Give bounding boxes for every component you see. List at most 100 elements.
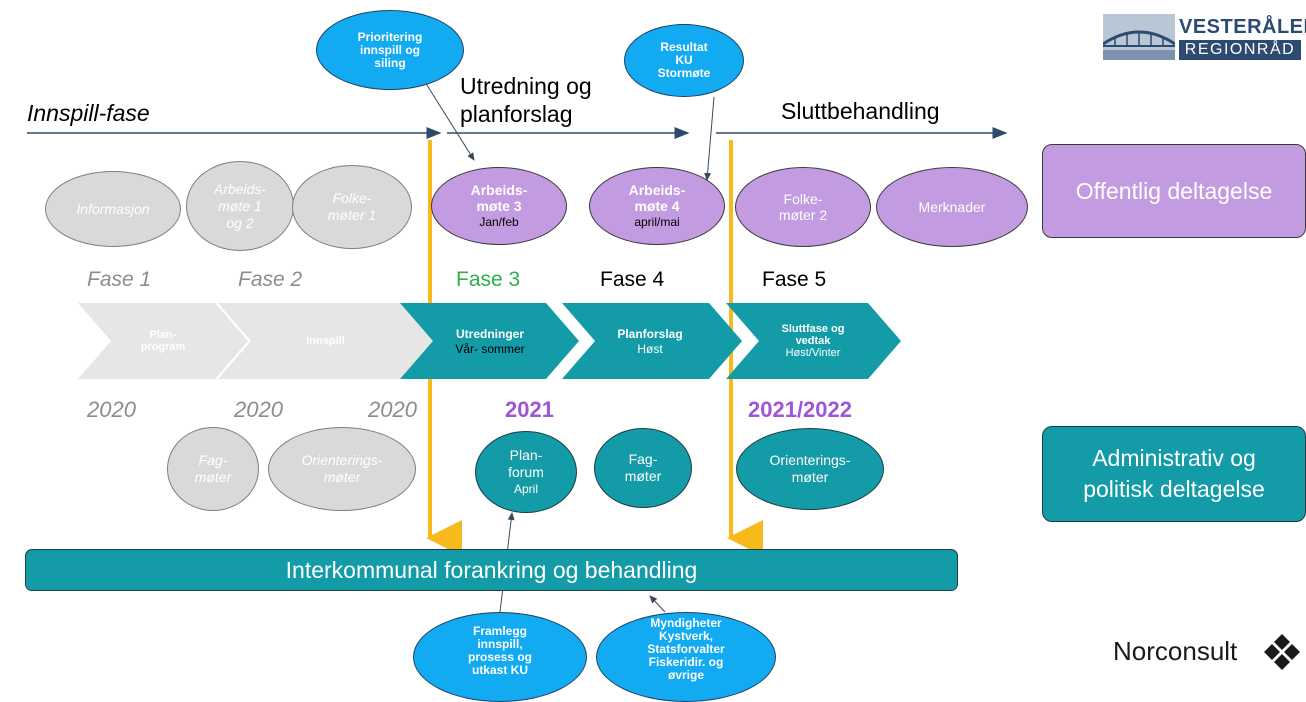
- sluttfase-sub: Høst/Vinter: [785, 347, 841, 359]
- chevron-planforslag: [562, 303, 742, 379]
- planprogram-line1: Plan-: [149, 329, 177, 341]
- myndigheter-line4: Fiskeridir. og: [648, 655, 724, 669]
- planforslag-text: Planforslag Høst: [585, 303, 715, 379]
- year-2020-1: 2020: [87, 397, 136, 422]
- offentlig-deltagelse-box: Offentlig deltagelse: [1042, 144, 1306, 238]
- utredninger-text: Utredninger Vår- sommer: [425, 303, 555, 379]
- myndigheter-callout: Myndigheter Kystverk, Statsforvalter Fis…: [596, 612, 776, 702]
- informasjon-ellipse: Informasjon: [45, 171, 181, 247]
- planforum-ellipse: Plan- forum April: [475, 431, 577, 513]
- arbeidsmote12-line3: og 2: [226, 214, 254, 231]
- arbeidsmote4-sub: april/mai: [634, 215, 680, 229]
- year-2021-2022: 2021/2022: [748, 397, 852, 422]
- orientering1-ellipse: Orienterings- møter: [268, 427, 416, 511]
- informasjon-text: Informasjon: [76, 200, 150, 217]
- arbeidsmote4-ellipse: Arbeids- møte 4 april/mai: [589, 167, 725, 245]
- arbeidsmote3-line1: Arbeids-: [470, 182, 528, 198]
- prioritering-line3: siling: [374, 55, 406, 70]
- planforslag-title: Planforslag: [617, 326, 683, 341]
- framlegg-line4: utkast KU: [471, 663, 528, 677]
- fase3-label: Fase 3: [456, 268, 521, 291]
- folkemoter1-ellipse: Folke- møter 1: [292, 165, 412, 249]
- utredning-label: Utredning og planforslag: [460, 72, 592, 128]
- utredninger-title: Utredninger: [455, 326, 524, 341]
- sluttbehandling-label: Sluttbehandling: [781, 98, 940, 124]
- folkemoter2-line2: møter 2: [778, 207, 828, 223]
- prioritering-pointer: [424, 81, 475, 161]
- resultat-line1: Resultat: [660, 40, 708, 54]
- fase1-label: Fase 1: [87, 268, 152, 291]
- bridge-icon: [1103, 14, 1175, 60]
- myndigheter-line5: øvrige: [667, 668, 704, 682]
- innspill-text: Innspill: [251, 303, 400, 379]
- norconsult-text: Norconsult: [1113, 636, 1238, 666]
- planforslag-sub: Høst: [637, 341, 663, 356]
- prioritering-callout: Prioritering innspill og siling: [316, 10, 464, 90]
- norconsult-diamond-icon: [1264, 634, 1300, 670]
- orientering2-line2: møter: [791, 469, 829, 485]
- planprogram-line2: program: [140, 341, 186, 353]
- innspill-label: Innspill: [306, 335, 345, 347]
- innspill-fase-label: Innspill-fase: [27, 100, 150, 126]
- arbeidsmote4-line1: Arbeids-: [628, 182, 686, 198]
- resultat-line2: KU: [675, 53, 693, 67]
- myndigheter-line2: Kystverk,: [658, 629, 714, 643]
- year-2021: 2021: [505, 397, 554, 422]
- folkemoter2-line1: Folke-: [783, 191, 823, 207]
- planprogram-text: Plan- program: [111, 303, 215, 379]
- resultat-pointer: [704, 96, 715, 181]
- folkemoter1-line2: møter 1: [327, 207, 377, 223]
- fase5-label: Fase 5: [762, 268, 827, 291]
- fase4-label: Fase 4: [600, 268, 665, 291]
- offentlig-deltagelse-text: Offentlig deltagelse: [1075, 177, 1273, 204]
- orientering1-line2: møter: [323, 469, 361, 485]
- myndigheter-line1: Myndigheter: [650, 616, 722, 630]
- regionrad-box: REGIONRÅD: [1179, 40, 1301, 60]
- arbeidsmote12-line2: møte 1: [218, 197, 262, 214]
- orientering2-ellipse: Orienterings- møter: [736, 428, 884, 510]
- fagmoter2-line2: møter: [624, 468, 662, 484]
- framlegg-line1: Framlegg: [472, 624, 527, 638]
- chevron-innspill: [218, 303, 433, 379]
- merknader-ellipse: Merknader: [876, 167, 1028, 247]
- myndigheter-pointer: [649, 595, 666, 613]
- chevron-planprogram: [78, 303, 248, 379]
- vesteralen-text: VESTERÅLEN: [1179, 16, 1306, 38]
- myndigheter-line3: Statsforvalter: [647, 642, 725, 656]
- sluttfase-title2: vedtak: [795, 335, 831, 347]
- norconsult-logo: Norconsult: [1113, 632, 1306, 672]
- arbeidsmote4-line2: møte 4: [634, 198, 680, 214]
- utredning-label-line1: Utredning og: [460, 73, 592, 99]
- framlegg-callout: Framlegg innspill, prosess og utkast KU: [413, 612, 587, 702]
- folkemoter2-ellipse: Folke- møter 2: [735, 167, 871, 247]
- fagmoter1-line2: møter: [194, 469, 232, 485]
- fagmoter2-line1: Fag-: [628, 451, 658, 467]
- resultat-callout: Resultat KU Stormøte: [624, 24, 744, 97]
- utredning-label-line2: planforslag: [460, 101, 573, 127]
- utredninger-sub: Vår- sommer: [455, 341, 525, 356]
- arbeidsmote3-line2: møte 3: [476, 198, 522, 214]
- arbeidsmote12-ellipse: Arbeids- møte 1 og 2: [186, 161, 294, 251]
- sluttfase-text: Sluttfase og vedtak Høst/Vinter: [750, 303, 876, 379]
- chevron-sluttfase: [726, 303, 901, 379]
- planforum-sub: April: [513, 481, 538, 496]
- chevron-utredninger: [400, 303, 579, 379]
- folkemoter1-line1: Folke-: [332, 190, 372, 206]
- regionrad-text: REGIONRÅD: [1184, 41, 1296, 58]
- arbeidsmote12-line1: Arbeids-: [213, 180, 267, 197]
- planforum-line2: forum: [508, 463, 544, 480]
- year-2020-2: 2020: [234, 397, 283, 422]
- merknader-text: Merknader: [918, 199, 986, 215]
- framlegg-line3: prosess og: [467, 650, 533, 664]
- orientering2-line1: Orienterings-: [769, 452, 851, 468]
- fagmoter1-ellipse: Fag- møter: [167, 427, 259, 511]
- fase2-label: Fase 2: [238, 268, 303, 291]
- interkommunal-bar: Interkommunal forankring og behandling: [25, 549, 958, 591]
- fagmoter1-line1: Fag-: [198, 452, 228, 468]
- prioritering-line1: Prioritering: [357, 29, 423, 44]
- framlegg-line2: innspill,: [477, 637, 523, 651]
- vesteralen-logo: VESTERÅLEN REGIONRÅD: [1103, 14, 1306, 62]
- administrativ-line1: Administrativ og: [1092, 445, 1256, 471]
- planforum-line1: Plan-: [509, 446, 543, 463]
